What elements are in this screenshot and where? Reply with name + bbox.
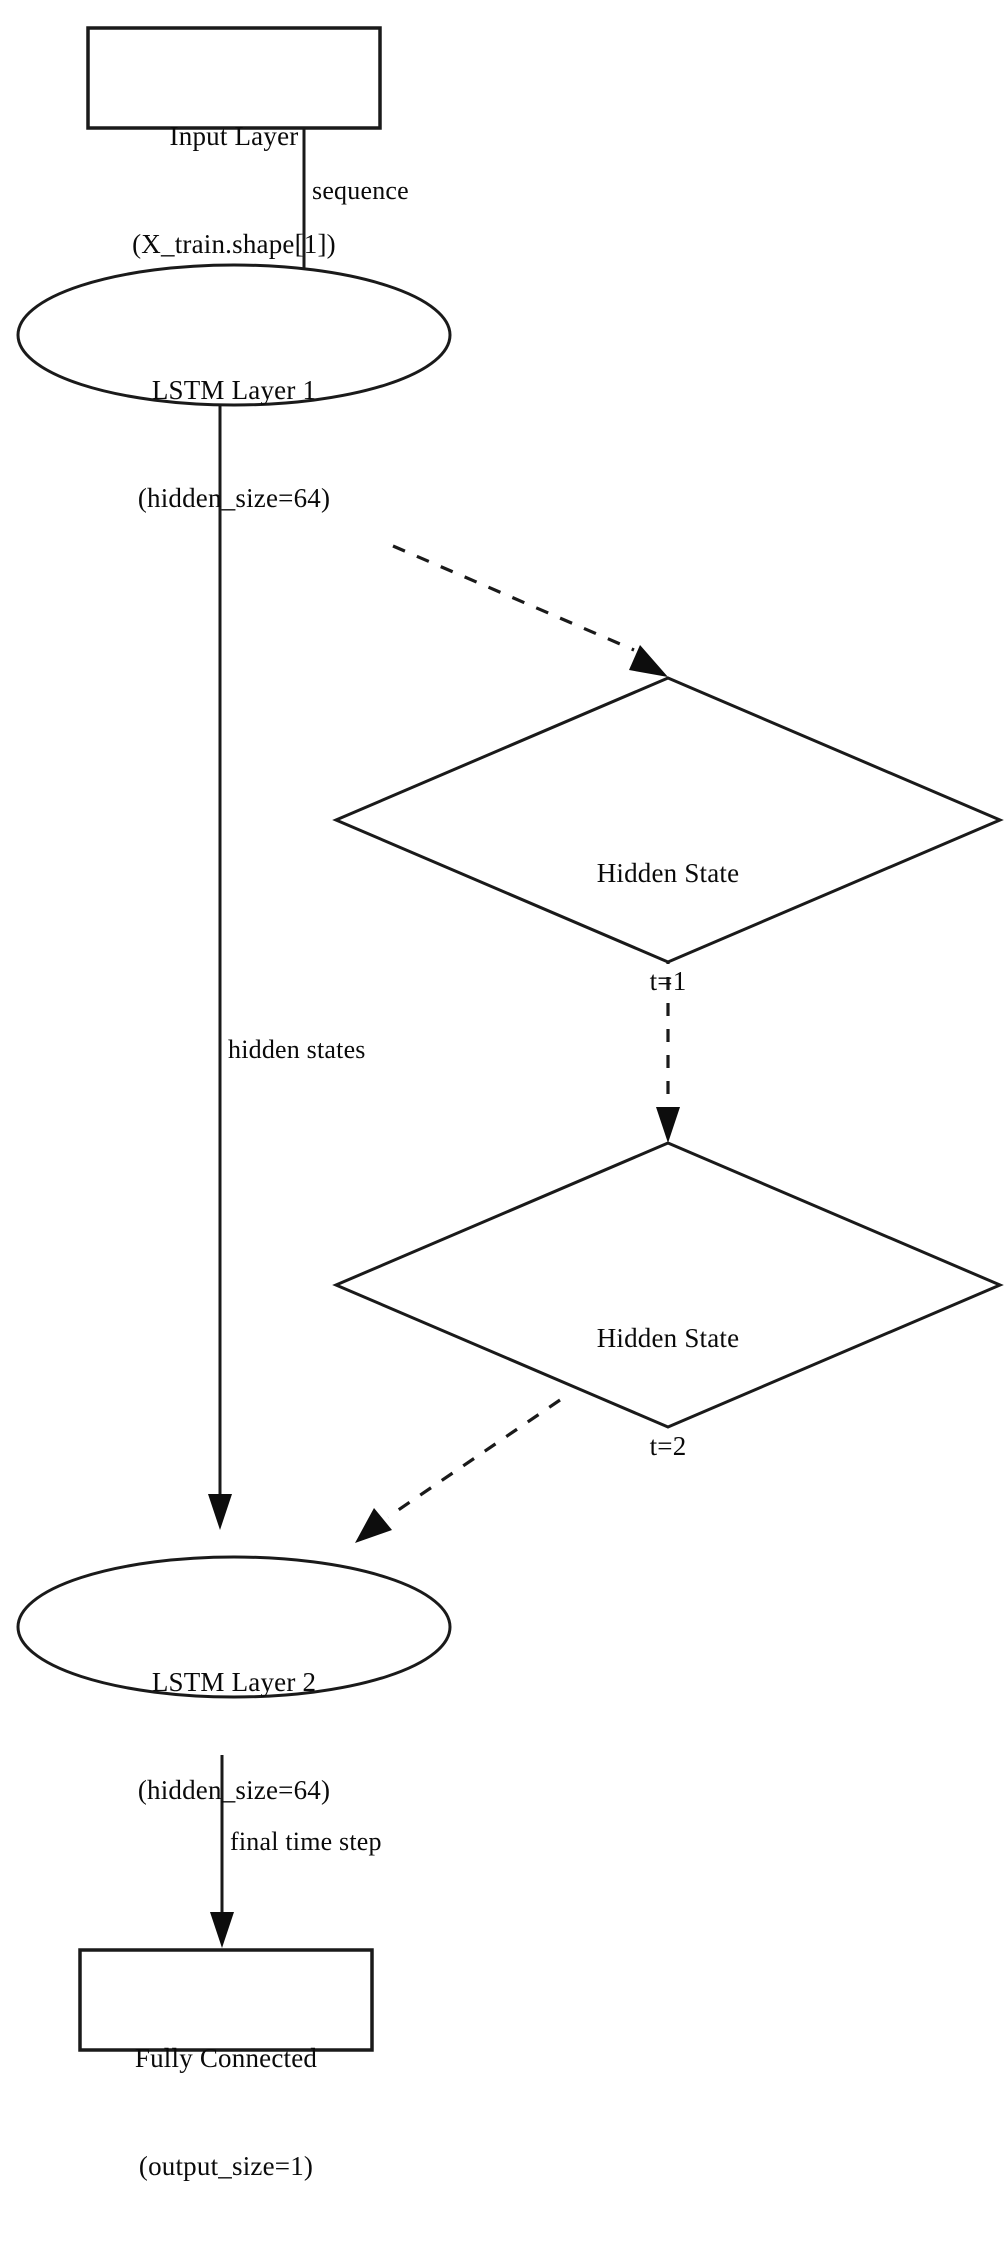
node-lstm-layer-1-shape xyxy=(16,263,452,407)
node-input-layer-shape xyxy=(86,26,382,130)
edge-label-hidden-states: hidden states xyxy=(228,1035,366,1064)
node-fully-connected-line2: (output_size=1) xyxy=(138,2151,314,2181)
flowchart-canvas: Input Layer (X_train.shape[1]) LSTM Laye… xyxy=(16,26,1004,2181)
node-lstm-layer-2-shape xyxy=(16,1555,452,1699)
node-fully-connected-shape xyxy=(78,1948,374,2052)
node-hidden-state-2-shape xyxy=(332,1141,1004,1429)
node-hidden-state-1-shape xyxy=(332,676,1004,964)
edge-label-sequence: sequence xyxy=(312,176,409,205)
edge-lstm1-to-hidden1 xyxy=(392,544,668,677)
edge-hidden1-to-hidden2 xyxy=(656,717,680,1143)
edge-hidden2-to-lstm2 xyxy=(355,1398,561,1543)
edge-lstm1-to-lstm2 xyxy=(208,404,232,1530)
edge-label-final-time-step: final time step xyxy=(230,1827,382,1856)
flowchart-graphics xyxy=(16,26,1004,2052)
edge-lstm2-to-fc xyxy=(210,1755,234,1948)
